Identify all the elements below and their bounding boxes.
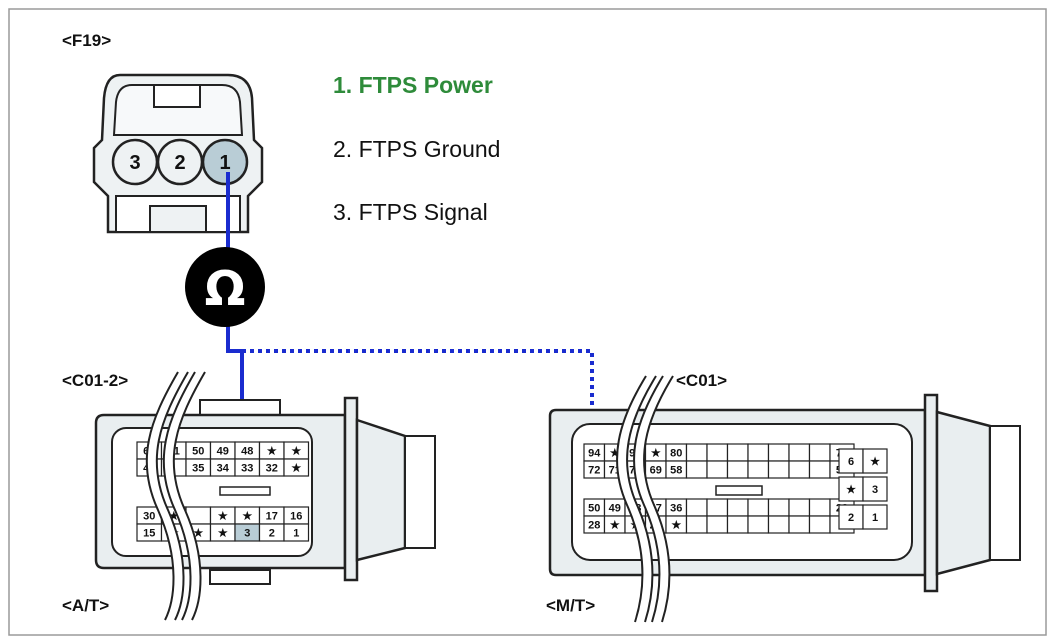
break-lines-right [617,373,672,624]
svg-text:3: 3 [129,152,140,174]
c01-pin [685,515,708,534]
c01-2-pin-label: ★ [291,463,301,475]
c01-2-pin-label: ★ [291,446,301,458]
c01-2-pin-label: 50 [192,446,204,458]
c01-side-pin [862,476,888,502]
c01-side-pin-label: 1 [872,512,878,524]
c01-pin-label: 72 [588,465,600,477]
c01-2-pin-label: 2 [269,528,275,540]
f19-label: <F19> [62,31,111,50]
c01-pin-label: 58 [670,465,682,477]
c01-2-pin-label: 17 [266,511,278,523]
c01-2-pin-label: ★ [218,511,228,523]
c01-pin [685,443,708,462]
c01-pin-label: 36 [670,503,682,515]
svg-text:1: 1 [219,152,230,174]
c01-pin [788,443,811,462]
c01-side-pin [838,504,864,530]
c01-side-pin-label: ★ [846,484,856,496]
c01-pin [767,460,790,479]
c01-pin-label: 80 [670,448,682,460]
c01-2-pin-label: 34 [217,463,230,475]
f19-pin-1 [201,138,249,186]
f19-connector: 3 2 1 [92,73,264,234]
c01-pin [747,515,770,534]
c01-pin [808,515,831,534]
c01-2-pin-label: ★ [218,528,228,540]
c01-2-pin-label: ★ [267,446,277,458]
c01-pin [767,515,790,534]
c01-2-pin-label: 32 [266,463,278,475]
ohmmeter-icon: Ω [185,247,265,327]
c01-2-pin-label: 30 [143,511,155,523]
break-lines-left [147,369,204,623]
svg-text:2: 2 [174,152,185,174]
c01-2-pin-label: 48 [241,446,253,458]
c01-2-pin-label: 1 [293,528,299,540]
svg-text:Ω: Ω [205,261,246,317]
c01-pin [706,515,729,534]
c01-2-pin-label: 3 [244,528,250,540]
c01-side-pin-label: 6 [848,456,854,468]
c01-pin-label: ★ [671,520,681,532]
c01-pin-label: 50 [588,503,600,515]
legend-item-3: 3. FTPS Signal [333,199,488,225]
c01-side-pin-label: 2 [848,512,854,524]
c01-pin-label: 49 [609,503,621,515]
c01-side-pin-label: ★ [870,456,880,468]
c01-2-pin [283,458,310,477]
c01-pin [706,460,729,479]
c01-pin [726,443,749,462]
c01-pin [706,443,729,462]
c01-pin [788,515,811,534]
c01-pin [788,498,811,517]
c01-pin [808,443,831,462]
c01-pin [685,460,708,479]
c01-pin-label: ★ [610,520,620,532]
c01-label: <C01> [676,371,727,390]
c01-side-pin [838,448,864,474]
c01-pin-label: 28 [588,520,600,532]
c01-side-pin [838,476,864,502]
c01-pin [808,498,831,517]
c01-2-pin [283,523,310,542]
c01-2-pin-label: 49 [217,446,229,458]
at-label: <A/T> [62,596,109,615]
c01-pin [808,460,831,479]
c01-pin [726,460,749,479]
c01-2-label: <C01-2> [62,371,128,390]
c01-2-pin-label: 35 [192,463,204,475]
c01-pin-label: 94 [588,448,601,460]
c01-pin-label: 69 [650,465,662,477]
c01-pin [706,498,729,517]
c01-pin-label: ★ [651,448,661,460]
legend-item-2: 2. FTPS Ground [333,136,500,162]
c01-2-pin-label: 33 [241,463,253,475]
mt-label: <M/T> [546,596,595,615]
c01-pin [788,460,811,479]
legend-item-1: 1. FTPS Power [333,72,493,98]
c01-2-pin-label: 16 [290,511,302,523]
c01-2-pin-label: 15 [143,528,155,540]
c01-pin-label: ★ [610,448,620,460]
c01-pin [767,498,790,517]
c01-connector: 94★91★807372717069585150494847362928★★25… [548,393,1021,593]
c01-side-pin-label: 3 [872,484,878,496]
c01-pin [747,498,770,517]
c01-2-pin-label: ★ [242,511,252,523]
c01-side-pin [862,504,888,530]
c01-pin [747,460,770,479]
c01-pin [747,443,770,462]
c01-pin [767,443,790,462]
c01-2-pin-label: ★ [169,511,179,523]
c01-2-pin-label: ★ [193,528,203,540]
c01-pin [685,498,708,517]
c01-pin [726,515,749,534]
c01-side-pin [862,448,888,474]
c01-pin [726,498,749,517]
